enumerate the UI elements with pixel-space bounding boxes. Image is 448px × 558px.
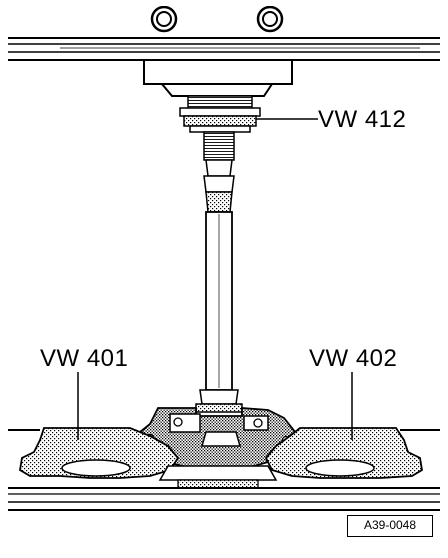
press-bolt-right [256, 0, 284, 33]
drive-shaft [195, 131, 243, 413]
tool-vw401-plate [19, 427, 180, 479]
label-vw412: VW 412 [318, 106, 407, 133]
tool-vw412 [179, 107, 261, 133]
press-upper-beam [8, 37, 440, 61]
label-vw402: VW 402 [309, 345, 398, 372]
press-table [8, 429, 440, 511]
tool-vw402-plate [264, 427, 423, 479]
center-support [158, 465, 278, 489]
press-ram [143, 59, 293, 109]
label-vw401: VW 401 [40, 345, 129, 372]
press-bolt-left [150, 0, 178, 33]
figure-id-badge: A39-0048 [347, 515, 433, 537]
